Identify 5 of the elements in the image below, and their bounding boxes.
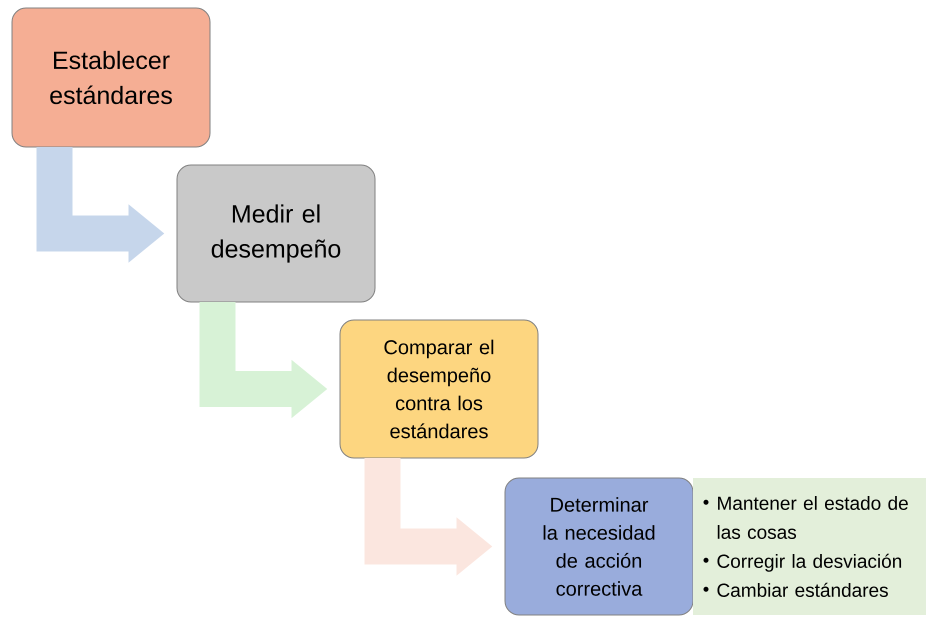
process-box: Determinar la necesidad de acción correctiva	[504, 478, 694, 616]
process-box: Medir el desempeño	[176, 164, 376, 302]
bullet-list-panel: Mantener el estado de las cosas Corregir la desviación Cambiar estándares	[693, 478, 926, 615]
process-box: Establecer estándares	[12, 8, 210, 148]
process-box: Comparar el desempeño contra los estándares	[340, 320, 538, 458]
